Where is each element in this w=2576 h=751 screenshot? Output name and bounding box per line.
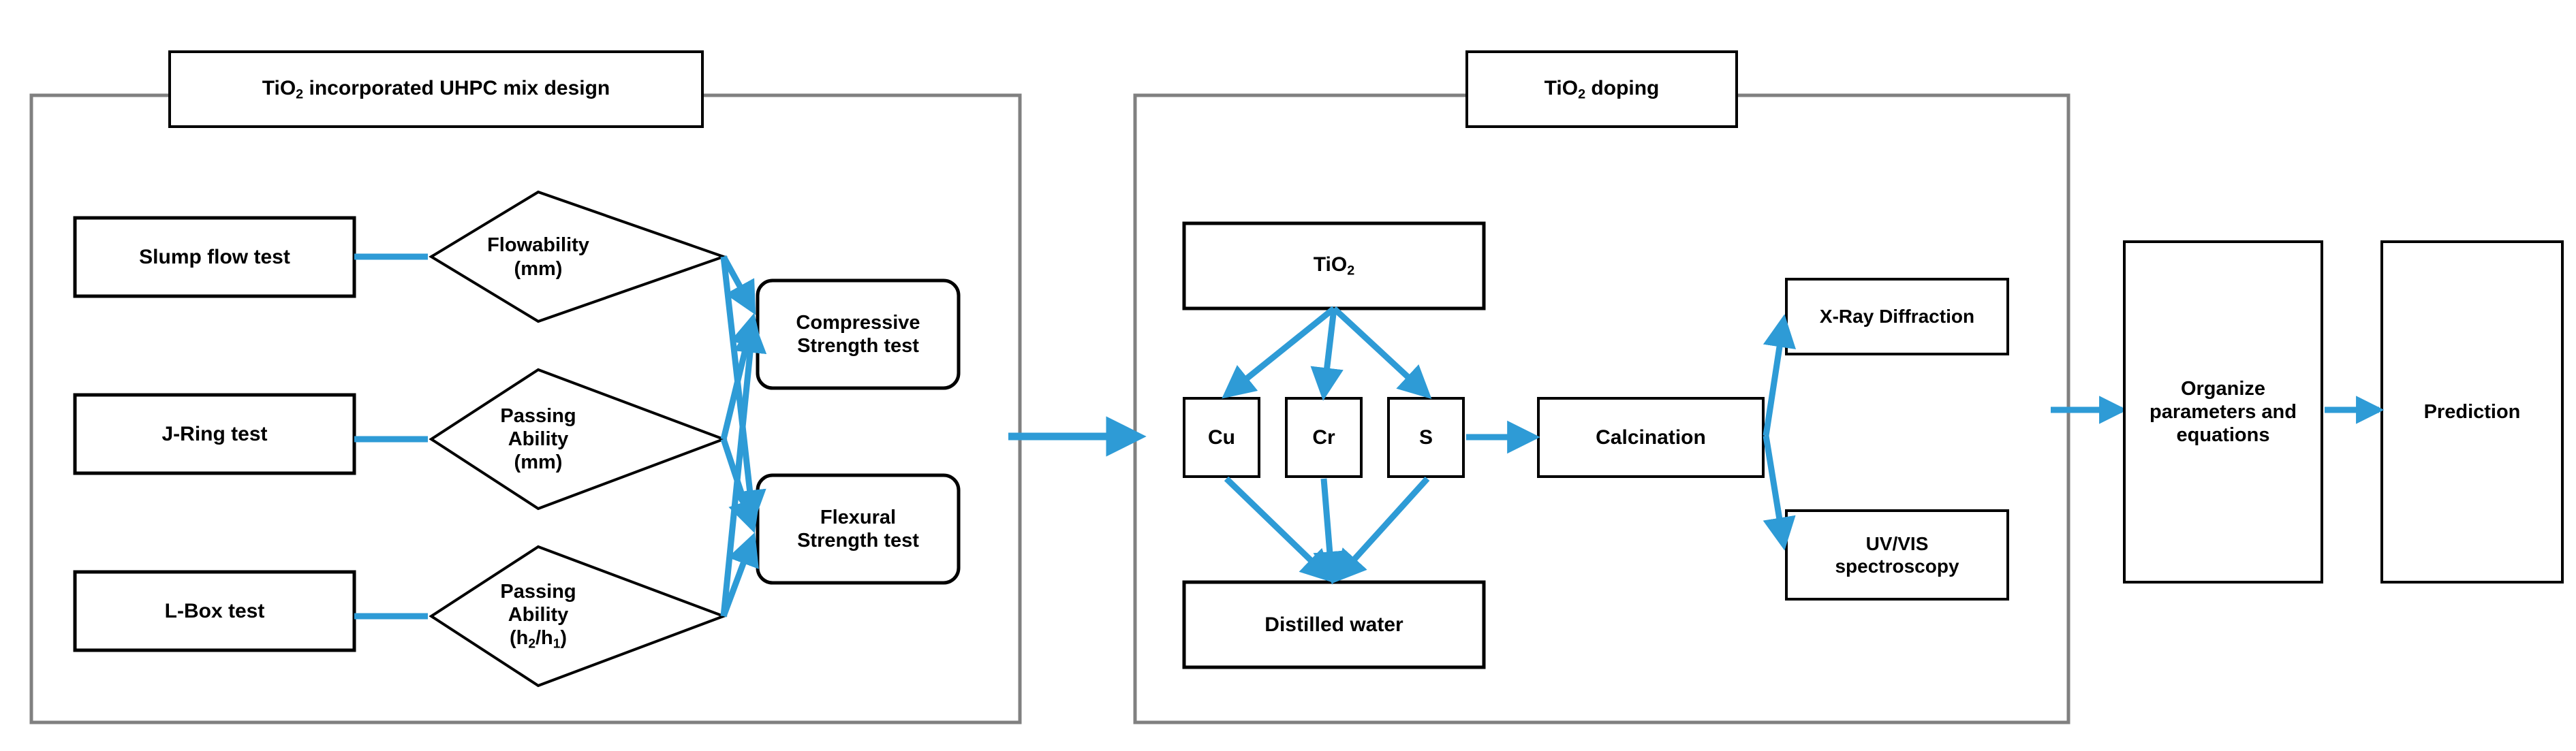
node-passing-ability-mm[interactable] bbox=[429, 368, 728, 511]
node-organize-parameters[interactable] bbox=[2123, 240, 2323, 584]
node-prediction[interactable] bbox=[2380, 240, 2564, 584]
node-uv-vis[interactable] bbox=[1785, 509, 2009, 601]
edge-tio2-to-cr bbox=[1310, 308, 1344, 401]
node-flexural-strength-test[interactable] bbox=[756, 473, 961, 585]
node-j-ring-test[interactable] bbox=[73, 393, 356, 475]
panel-mix-design-title-box bbox=[168, 50, 704, 128]
edge-calcination-to-uv-vis bbox=[1763, 435, 1796, 551]
node-tio2[interactable] bbox=[1182, 221, 1486, 310]
panel-doping-title-box bbox=[1465, 50, 1738, 128]
edge-cu-to-distilled-water bbox=[1224, 476, 1335, 584]
node-compressive-strength-test[interactable] bbox=[756, 278, 961, 390]
node-slump-flow-test[interactable] bbox=[73, 216, 356, 298]
node-passing-ability-ratio[interactable] bbox=[429, 545, 728, 688]
node-calcination[interactable] bbox=[1537, 397, 1765, 478]
edge-s-to-distilled-water bbox=[1333, 476, 1430, 584]
edge-passingratio-to-flexural bbox=[720, 532, 759, 618]
node-l-box-test[interactable] bbox=[73, 570, 356, 652]
edge-flowability-to-compressive bbox=[721, 255, 756, 315]
node-cu[interactable] bbox=[1183, 397, 1260, 478]
node-cr[interactable] bbox=[1285, 397, 1363, 478]
node-s[interactable] bbox=[1387, 397, 1465, 478]
node-flowability[interactable] bbox=[429, 190, 728, 323]
edge-tio2-to-s bbox=[1331, 306, 1432, 399]
edge-calcination-to-xrd bbox=[1763, 314, 1796, 436]
edge-tio2-to-cu bbox=[1222, 306, 1336, 399]
node-xrd[interactable] bbox=[1785, 278, 2009, 355]
node-distilled-water[interactable] bbox=[1182, 580, 1486, 669]
edge-cr-to-distilled-water bbox=[1313, 478, 1346, 585]
